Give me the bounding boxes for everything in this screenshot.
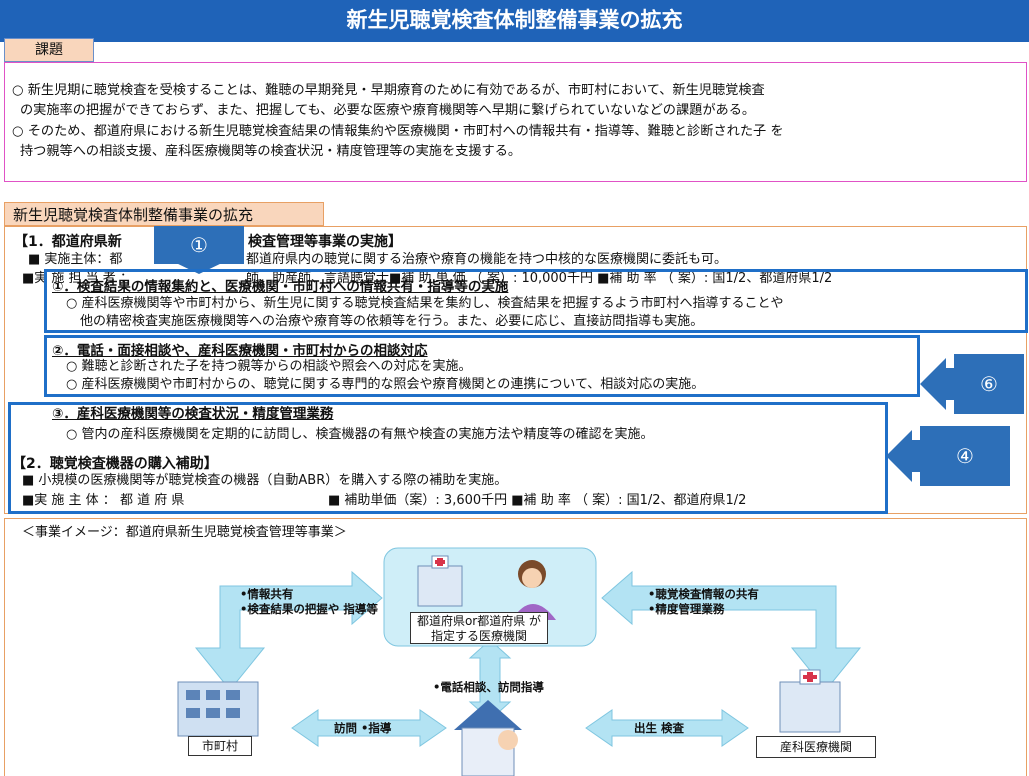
city-label: 市町村 [188, 736, 252, 756]
sec1-impl-b: 都道府県内の聴覚に関する治療や療育の機能を持つ中核的な医療機関に委託も可。 [246, 252, 728, 267]
item1-frame [44, 269, 1028, 333]
callout-6-arrow [920, 358, 960, 410]
item1-text-a: ○ 産科医療機関等や市町村から、新生児に関する聴覚検査結果を集約し、検査結果を把… [66, 296, 784, 311]
issue-label: 課題 [4, 38, 94, 62]
callout-4-badge: ④ [920, 426, 1010, 486]
sec2-text-b2: ■ 補助単価（案）: 3,600千円 ■補 助 率 （ 案）: 国1/2、都道府… [328, 493, 747, 508]
issue-text-2a: ○ そのため、都道府県における新生児聴覚検査結果の情報集約や医療機関・市町村への… [12, 124, 784, 139]
city-office-icon [177, 681, 259, 737]
item2-text-a: ○ 難聴と診断された子を持つ親等からの相談や照会への対応を実施。 [66, 359, 472, 374]
sec2-text-a: ■ 小規模の医療機関等が聴覚検査の機器（自動ABR）を購入する際の補助を実施。 [22, 473, 508, 488]
callout-4-arrow [886, 430, 926, 482]
right-label-1: •聴覚検査情報の共有 [648, 587, 759, 601]
hospital-icon-center [417, 555, 463, 607]
callout-1-pointer [174, 262, 224, 274]
item3-text: ○ 管内の産科医療機関を定期的に訪問し、検査機器の有無や検査の実施方法や精度等の… [66, 427, 654, 442]
hospital-icon-obstetric [779, 669, 841, 733]
item3-heading: ③．産科医療機関等の検査状況・精度管理業務 [52, 406, 334, 422]
issue-text-2b: 持つ親等への相談支援、産科医療機関等の検査状況・精度管理等の実施を支援する。 [20, 144, 522, 159]
item2-frame [44, 335, 920, 397]
sec1-staff-b: 師、助産師、言語聴覚士■補 助 単 価 （ 案）: 10,000千円 ■補 助 … [246, 271, 833, 286]
center-facility-label: 都道府県or都道府県 が 指定する医療機関 [410, 612, 548, 644]
left-label-1: •情報共有 [240, 587, 294, 601]
birth-exam-label: 出生 検査 [634, 721, 685, 735]
visit-arrow [291, 709, 447, 747]
expansion-label: 新生児聴覚検査体制整備事業の拡充 [4, 202, 324, 226]
obstetric-label: 産科医療機関 [756, 736, 876, 758]
center-label-line2: 指定する医療機関 [430, 629, 527, 643]
family-house-icon [454, 700, 522, 776]
item1-heading: ①．検査結果の情報集約と、医療機関・市町村への情報共有・指導等の実施 [52, 279, 509, 295]
title-bar [0, 0, 1029, 42]
page-title: 新生児聴覚検査体制整備事業の拡充 [346, 8, 683, 32]
sec1-staff-a: ■実 施 担 当 者 ： [22, 271, 133, 286]
item2-heading: ②．電話・面接相談や、産科医療機関・市町村からの相談対応 [52, 343, 428, 359]
left-label-2: •検査結果の把握や 指導等 [240, 602, 378, 616]
item2-text-b: ○ 産科医療機関や市町村からの、聴覚に関する専門的な照会や療育機関との連携につい… [66, 377, 705, 392]
issue-text-1a: ○ 新生児期に聴覚検査を受検することは、難聴の早期発見・早期療育のために有効であ… [12, 83, 765, 98]
center-label-line1: 都道府県or都道府県 が [416, 614, 542, 628]
phone-visit-label: •電話相談、訪問指導 [433, 680, 544, 694]
item1-text-b: 他の精密検査実施医療機関等への治療や療育等の依頼等を行う。また、必要に応じ、直接… [80, 314, 704, 329]
sec2-text-b1: ■実 施 主 体 ： 都 道 府 県 [22, 493, 185, 508]
item3-sec2-frame [8, 402, 888, 514]
callout-6-badge: ⑥ [954, 354, 1024, 414]
sec1-heading-a: 【1．都道府県新 [14, 234, 122, 250]
issue-text-1b: の実施率の把握ができておらず、また、把握しても、必要な医療や療育機関等へ早期に繋… [20, 103, 756, 118]
image-box [4, 518, 1027, 776]
right-label-2: •精度管理業務 [648, 602, 725, 616]
sec1-heading-b: 検査管理等事業の実施】 [248, 234, 402, 250]
birth-arrow [585, 709, 749, 747]
issue-box [4, 62, 1027, 182]
sec2-heading: 【2．聴覚検査機器の購入補助】 [12, 456, 218, 472]
sec1-impl-a: ■ 実施主体：都 [28, 252, 123, 267]
image-caption: ＜事業イメージ：都道府県新生児聴覚検査管理等事業＞ [22, 525, 347, 540]
callout-1-badge: ① [154, 226, 244, 264]
visit-label: 訪問 •指導 [334, 721, 392, 735]
